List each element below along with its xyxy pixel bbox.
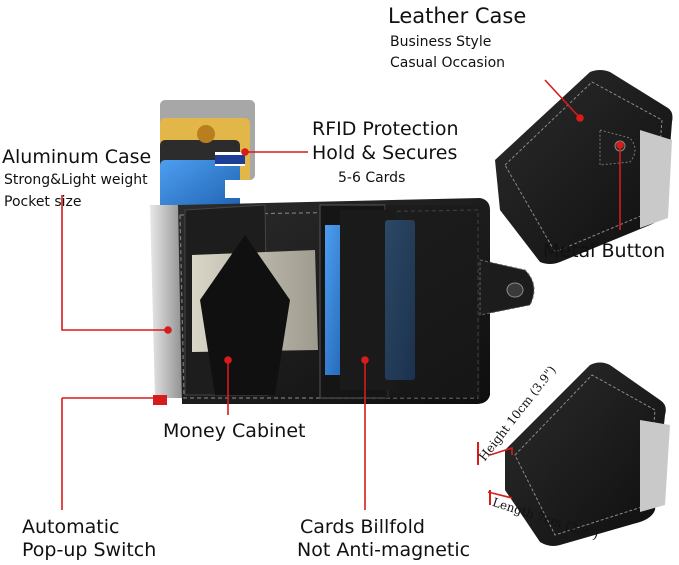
leather-case-line1: Business Style (390, 34, 492, 50)
cards-billfold-line1: Cards Billfold (300, 516, 425, 538)
open-leather-wallet (178, 198, 535, 404)
popup-switch-button (153, 395, 167, 405)
aluminum-case (150, 205, 183, 398)
rfid-line1: RFID Protection (312, 118, 459, 140)
money-cabinet-label: Money Cabinet (163, 420, 306, 442)
rfid-line2: Hold & Secures (312, 142, 458, 164)
dimension-markers (477, 442, 491, 505)
protruding-cards (160, 100, 255, 215)
closed-leather-case (495, 70, 673, 264)
popup-switch-line2: Pop-up Switch (22, 539, 157, 561)
cards-billfold-line2: Not Anti-magnetic (297, 539, 471, 561)
aluminum-case-line2: Pocket size (4, 194, 82, 210)
popup-switch-line1: Automatic (22, 516, 120, 538)
leather-case-line2: Casual Occasion (390, 55, 506, 71)
metal-button-label: Metal Button (543, 240, 666, 262)
dimension-case (505, 362, 670, 546)
aluminum-case-title: Aluminum Case (2, 146, 152, 168)
pointer-lines (61, 79, 624, 510)
rfid-line3: 5-6 Cards (338, 170, 406, 186)
aluminum-case-line1: Strong&Light weight (4, 172, 148, 188)
leather-case-title: Leather Case (388, 4, 527, 28)
